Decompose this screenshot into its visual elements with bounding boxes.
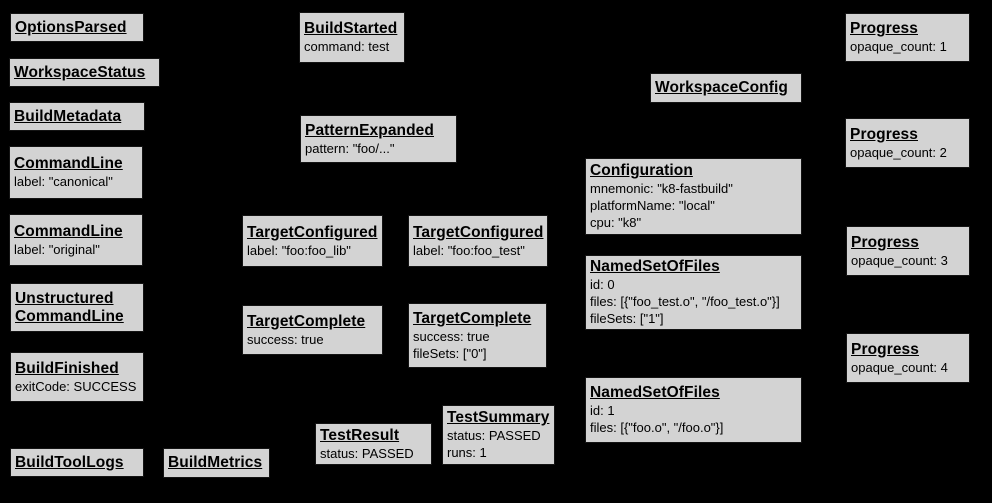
node-field: label: "original": [14, 241, 100, 257]
node-title: TargetConfigured: [413, 223, 544, 241]
node-field: fileSets: ["1"]: [590, 311, 664, 326]
node-title: CommandLine: [14, 155, 123, 172]
node-build-tool-logs: BuildToolLogs: [10, 448, 144, 477]
node-field: files: [{"foo.o", "/foo.o"}]: [590, 420, 724, 435]
node-title: Progress: [850, 125, 918, 143]
node-title: BuildMetrics: [168, 454, 263, 471]
node-build-metrics: BuildMetrics: [163, 448, 270, 478]
node-progress-4: Progress opaque_count: 4: [846, 333, 970, 383]
node-title: TestResult: [320, 426, 400, 444]
node-field: files: [{"foo_test.o", "/foo_test.o"}]: [590, 294, 780, 309]
node-title: Progress: [850, 20, 918, 37]
node-title: TargetComplete: [413, 309, 532, 327]
node-build-started: BuildStarted command: test: [299, 12, 405, 63]
node-field: id: 0: [590, 277, 615, 292]
node-title: Unstructured CommandLine: [15, 289, 124, 325]
node-field: exitCode: SUCCESS: [15, 378, 137, 394]
node-title: WorkspaceStatus: [14, 63, 146, 81]
node-field: label: "foo:foo_test": [413, 242, 525, 258]
node-title: TestSummary: [447, 409, 550, 426]
node-build-finished: BuildFinished exitCode: SUCCESS: [10, 352, 144, 402]
node-field: cpu: "k8": [590, 215, 642, 230]
node-field: status: PASSED: [320, 445, 414, 461]
node-target-configured-foo-test: TargetConfigured label: "foo:foo_test": [408, 215, 548, 267]
node-unstructured-command-line: Unstructured CommandLine: [10, 283, 144, 332]
node-field: platformName: "local": [590, 198, 715, 213]
node-command-line-original: CommandLine label: "original": [9, 214, 143, 266]
node-field: command: test: [304, 39, 390, 54]
node-workspace-config: WorkspaceConfig: [650, 73, 802, 103]
node-title: BuildMetadata: [14, 107, 122, 125]
node-field: opaque_count: 2: [850, 144, 947, 160]
node-named-set-of-files-0: NamedSetOfFiles id: 0 files: [{"foo_test…: [585, 255, 802, 330]
node-build-metadata: BuildMetadata: [9, 102, 145, 131]
node-command-line-canonical: CommandLine label: "canonical": [9, 146, 143, 199]
node-field: opaque_count: 4: [851, 359, 948, 375]
node-field: label: "canonical": [14, 174, 113, 189]
node-field: opaque_count: 3: [851, 252, 948, 268]
node-title: BuildToolLogs: [15, 453, 124, 471]
node-field: status: PASSED: [447, 428, 541, 443]
node-target-complete-foo-test: TargetComplete success: true fileSets: […: [408, 303, 547, 368]
node-target-configured-foo-lib: TargetConfigured label: "foo:foo_lib": [242, 215, 383, 267]
node-field: mnemonic: "k8-fastbuild": [590, 181, 733, 196]
node-field: label: "foo:foo_lib": [247, 242, 351, 258]
node-configuration: Configuration mnemonic: "k8-fastbuild" p…: [585, 158, 802, 235]
node-title: WorkspaceConfig: [655, 79, 788, 96]
node-title: NamedSetOfFiles: [590, 384, 720, 401]
node-test-result: TestResult status: PASSED: [315, 423, 432, 465]
node-title: Configuration: [590, 162, 693, 179]
node-field: opaque_count: 1: [850, 39, 947, 54]
node-test-summary: TestSummary status: PASSED runs: 1: [442, 405, 555, 465]
node-named-set-of-files-1: NamedSetOfFiles id: 1 files: [{"foo.o", …: [585, 377, 802, 443]
node-title: BuildFinished: [15, 359, 119, 377]
node-title: CommandLine: [14, 222, 123, 240]
node-field: pattern: "foo/...": [305, 140, 395, 156]
node-field: runs: 1: [447, 445, 487, 460]
node-field: id: 1: [590, 403, 615, 418]
node-title: OptionsParsed: [15, 18, 127, 36]
node-title: Progress: [851, 340, 919, 358]
node-title: NamedSetOfFiles: [590, 258, 720, 275]
node-workspace-status: WorkspaceStatus: [9, 58, 160, 87]
node-pattern-expanded: PatternExpanded pattern: "foo/...": [300, 115, 457, 163]
node-title: Progress: [851, 233, 919, 251]
node-field: success: true: [413, 328, 490, 344]
node-title: BuildStarted: [304, 20, 398, 37]
node-title: PatternExpanded: [305, 121, 434, 139]
node-field: fileSets: ["0"]: [413, 345, 487, 361]
node-progress-3: Progress opaque_count: 3: [846, 226, 970, 276]
node-title: TargetConfigured: [247, 223, 378, 241]
node-field: success: true: [247, 331, 324, 347]
node-progress-2: Progress opaque_count: 2: [845, 118, 970, 168]
node-title: TargetComplete: [247, 312, 366, 330]
node-progress-1: Progress opaque_count: 1: [845, 13, 970, 62]
node-options-parsed: OptionsParsed: [10, 13, 144, 42]
node-target-complete-foo-lib: TargetComplete success: true: [242, 305, 383, 355]
